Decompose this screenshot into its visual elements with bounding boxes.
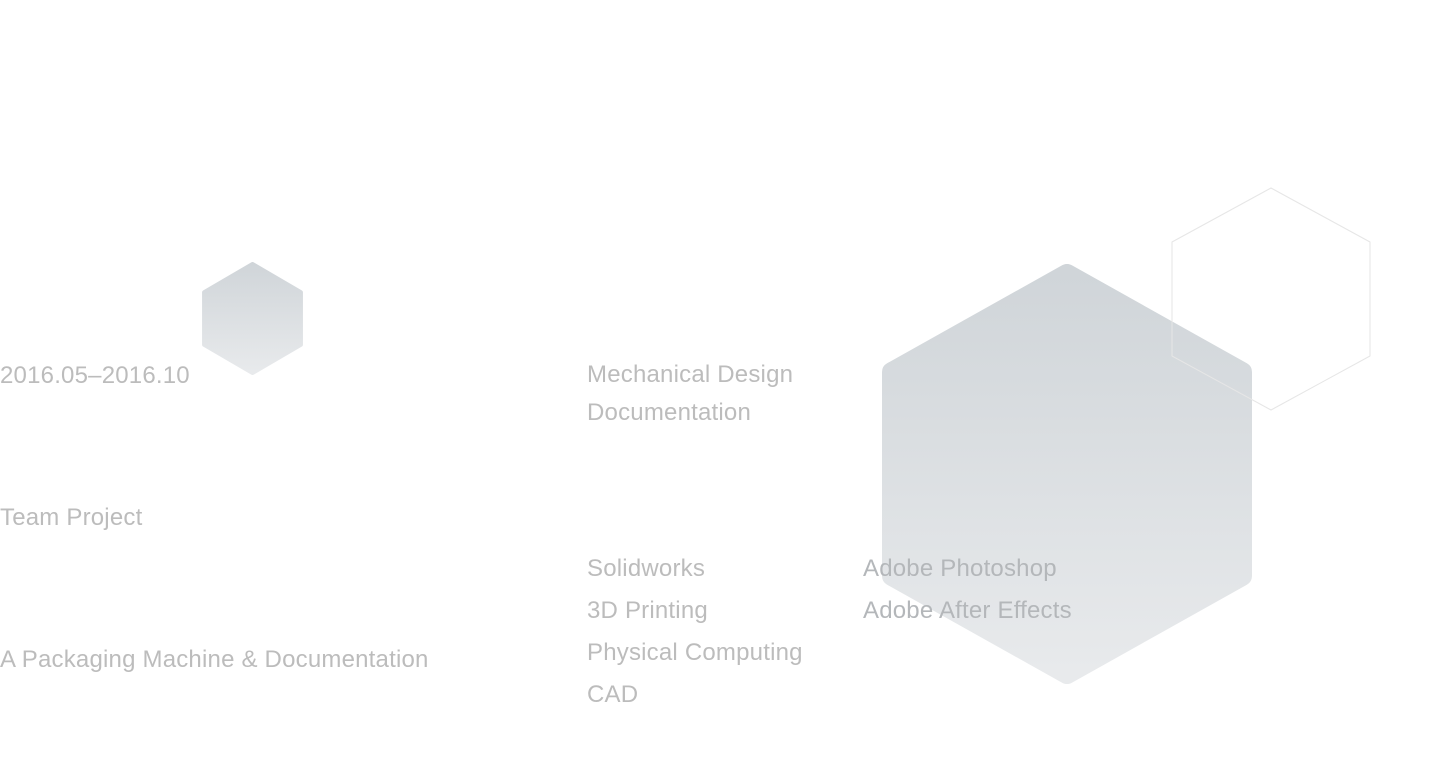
project-title: A Packaging Machine & Documentation bbox=[0, 646, 429, 673]
small-hexagon-shape bbox=[202, 262, 303, 375]
skill-item: Physical Computing bbox=[587, 639, 803, 666]
skill-item: 3D Printing bbox=[587, 597, 708, 624]
tools-list: Adobe Photoshop Adobe After Effects bbox=[863, 548, 1072, 632]
tool-item: Adobe Photoshop bbox=[863, 555, 1057, 582]
role-item: Mechanical Design bbox=[587, 361, 794, 388]
project-date: 2016.05–2016.10 bbox=[0, 362, 190, 389]
skills-list: Solidworks 3D Printing Physical Computin… bbox=[587, 548, 803, 716]
large-hexagon-shape bbox=[882, 264, 1252, 684]
outline-hexagon-shape bbox=[1171, 187, 1371, 411]
project-type: Team Project bbox=[0, 504, 143, 531]
skill-item: CAD bbox=[587, 681, 639, 708]
skill-item: Solidworks bbox=[587, 555, 706, 582]
roles-list: Mechanical Design Documentation bbox=[587, 356, 793, 432]
role-item: Documentation bbox=[587, 399, 752, 426]
tool-item: Adobe After Effects bbox=[863, 597, 1072, 624]
